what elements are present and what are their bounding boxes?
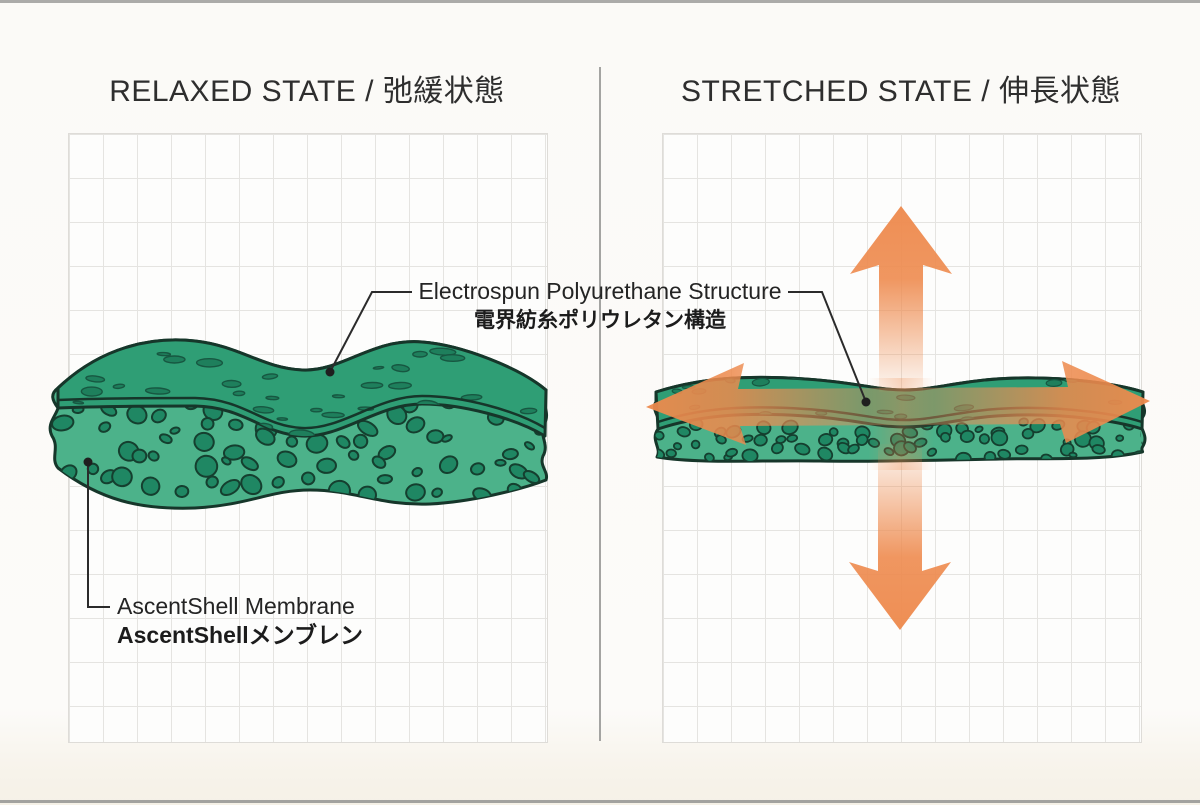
relaxed-membrane-fold-line <box>57 394 546 430</box>
membrane-leader-dot <box>83 457 93 467</box>
panel-divider <box>599 67 601 741</box>
structure-leader-left <box>329 291 412 373</box>
relaxed-membrane-top-surface <box>56 338 548 438</box>
membrane-annotation-en: AscentShell Membrane <box>117 593 355 619</box>
structure-annotation: Electrospun Polyurethane Structure 電界紡糸ポ… <box>390 277 810 334</box>
structure-annotation-jp: 電界紡糸ポリウレタン構造 <box>474 309 726 332</box>
structure-annotation-en: Electrospun Polyurethane Structure <box>418 278 782 304</box>
structure-leader-dot-left <box>325 367 335 377</box>
stretch-arrow-horizontal-icon <box>646 361 1150 445</box>
relaxed-state-title: RELAXED STATE / 弛緩状態 <box>109 75 505 108</box>
membrane-annotation-jp: AscentShellメンブレン <box>117 622 363 648</box>
structure-leader-right <box>788 291 867 403</box>
membrane-annotation: AscentShell Membrane AscentShellメンブレン <box>117 592 363 649</box>
membrane-leader <box>87 462 110 608</box>
relaxed-membrane-illustration <box>48 338 549 510</box>
leader-lines <box>83 291 871 608</box>
stretch-arrow-up-icon <box>850 206 952 392</box>
bottom-border-line <box>0 800 1200 803</box>
stretch-arrow-down-icon <box>849 444 951 630</box>
top-border-line <box>0 0 1200 3</box>
structure-leader-dot-right <box>861 397 871 407</box>
stretched-state-title: STRETCHED STATE / 伸長状態 <box>681 75 1121 108</box>
